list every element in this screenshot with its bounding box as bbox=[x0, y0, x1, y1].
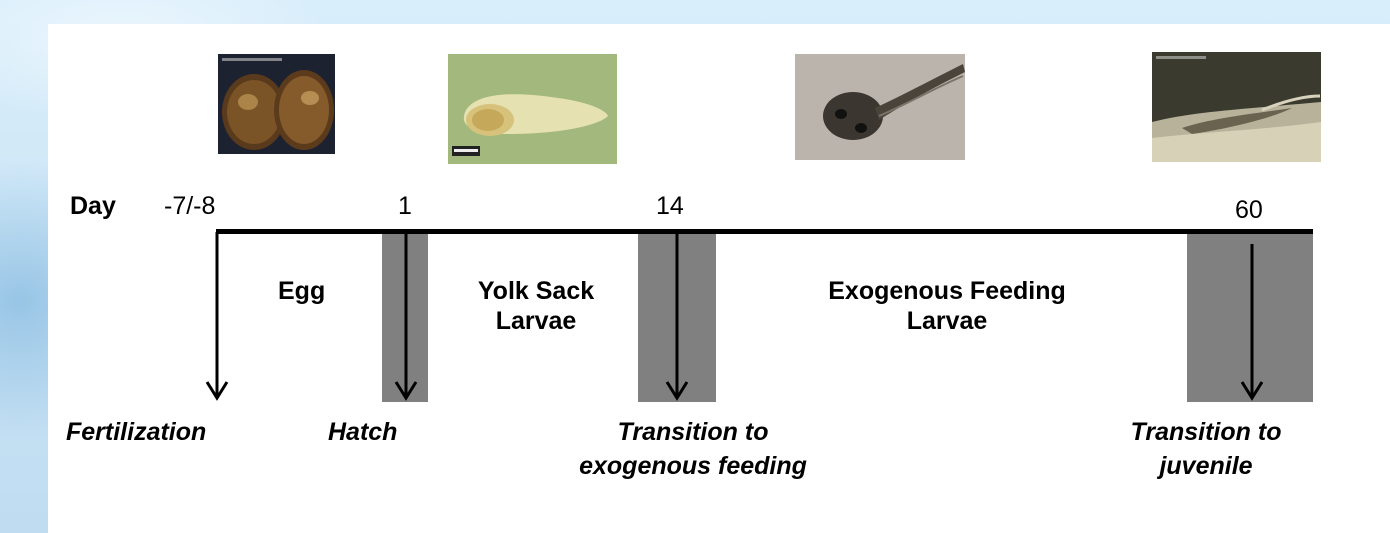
yolk-sack-larva-photo bbox=[448, 54, 617, 164]
stage-label-exogenous-line2: Larvae bbox=[782, 306, 1112, 336]
event-label-transition-juvenile-line2: juvenile bbox=[1100, 449, 1312, 483]
stage-label-yolk-sack-line1: Yolk Sack bbox=[456, 276, 616, 306]
tick-label-juvenile: 60 bbox=[1235, 196, 1263, 225]
event-label-fertilization: Fertilization bbox=[66, 415, 206, 449]
stage-label-yolk-sack: Yolk Sack Larvae bbox=[456, 276, 616, 336]
egg-photo bbox=[218, 54, 335, 154]
transition-juvenile-arrow bbox=[1239, 230, 1265, 402]
fertilization-arrow bbox=[204, 230, 230, 402]
stage-label-egg: Egg bbox=[278, 276, 325, 306]
juvenile-photo bbox=[1152, 52, 1321, 162]
timeline-axis bbox=[216, 229, 1313, 234]
tick-label-fertilization: -7/-8 bbox=[164, 192, 215, 221]
event-label-transition-juvenile: Transition to juvenile bbox=[1100, 415, 1312, 483]
stage-label-exogenous: Exogenous Feeding Larvae bbox=[782, 276, 1112, 336]
stage-label-exogenous-line1: Exogenous Feeding bbox=[782, 276, 1112, 306]
tick-label-feeding: 14 bbox=[656, 192, 684, 221]
event-label-hatch: Hatch bbox=[328, 415, 397, 449]
tick-label-hatch: 1 bbox=[398, 192, 412, 221]
event-label-transition-feeding-line1: Transition to bbox=[548, 415, 838, 449]
stage-label-yolk-sack-line2: Larvae bbox=[456, 306, 616, 336]
day-label: Day bbox=[70, 192, 116, 221]
event-label-transition-juvenile-line1: Transition to bbox=[1100, 415, 1312, 449]
transition-feeding-arrow bbox=[664, 230, 690, 402]
event-label-transition-feeding: Transition to exogenous feeding bbox=[548, 415, 838, 483]
feeding-larva-photo bbox=[795, 54, 965, 160]
event-label-transition-feeding-line2: exogenous feeding bbox=[548, 449, 838, 483]
hatch-arrow bbox=[393, 230, 419, 402]
